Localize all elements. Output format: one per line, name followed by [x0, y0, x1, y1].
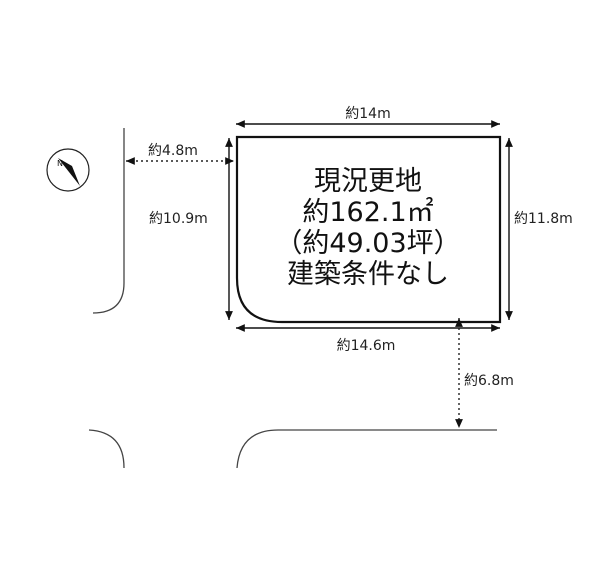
road-edge-lower-left: [88, 429, 125, 469]
lot-status: 現況更地: [314, 166, 422, 197]
lot-area-m2: 約162.1㎡: [302, 197, 433, 228]
dimension-right-label: 約11.8m: [514, 211, 573, 227]
dimension-top-label: 約14m: [345, 106, 390, 122]
compass-label: N: [57, 159, 63, 168]
compass-needle: [58, 158, 80, 186]
road-edge-left-upper: [92, 128, 125, 314]
north-arrow-icon: N: [46, 148, 90, 192]
lot-condition: 建築条件なし: [287, 259, 449, 290]
dimension-left-label: 約10.9m: [149, 211, 208, 227]
lot-area-tsubo: （約49.03坪）: [275, 228, 460, 259]
dimension-bottom-label: 約14.6m: [337, 338, 396, 354]
lot-outline: [235, 135, 502, 324]
road-width-label: 約6.8m: [464, 373, 514, 389]
setback-left-label: 約4.8m: [148, 143, 198, 159]
road-edge-lower-right: [236, 429, 497, 469]
